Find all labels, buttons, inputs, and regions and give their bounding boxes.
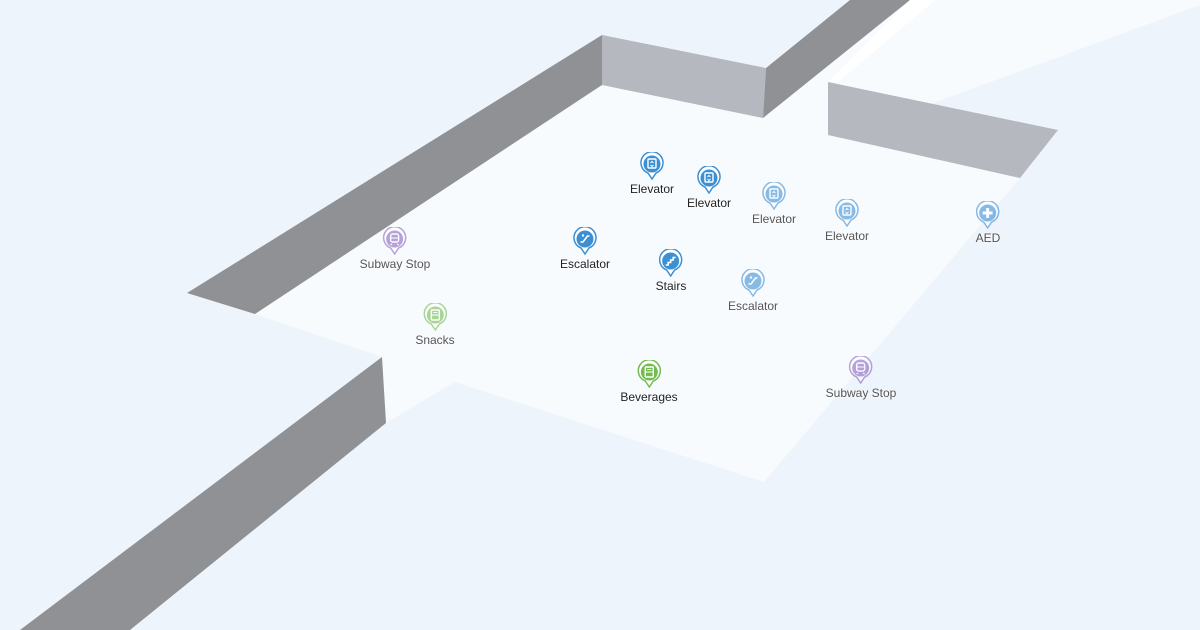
elevator-icon (835, 199, 859, 227)
stairs-icon (659, 249, 683, 277)
poi-label: AED (975, 231, 1001, 245)
wall (602, 35, 766, 118)
poi-label: Elevator (629, 182, 675, 196)
elevator-icon (697, 166, 721, 194)
poi-stairs[interactable]: Stairs (655, 249, 687, 293)
poi-label: Escalator (727, 299, 779, 313)
vending-machine-icon (423, 303, 447, 331)
corridor-edge (828, 0, 935, 82)
poi-beverages[interactable]: Beverages (620, 360, 678, 404)
elevator-icon (762, 182, 786, 210)
poi-subway-stop-1[interactable]: Subway Stop (359, 227, 431, 271)
poi-label: Subway Stop (825, 386, 897, 400)
poi-label: Snacks (415, 333, 455, 347)
poi-label: Elevator (824, 229, 870, 243)
poi-escalator-1[interactable]: Escalator (560, 227, 610, 271)
wall (20, 357, 386, 630)
poi-label: Elevator (751, 212, 797, 226)
elevator-icon (640, 152, 664, 180)
poi-label: Elevator (686, 196, 732, 210)
poi-label: Subway Stop (359, 257, 431, 271)
poi-elevator-2[interactable]: Elevator (687, 166, 731, 210)
poi-elevator-4[interactable]: Elevator (825, 199, 869, 243)
wall (187, 35, 602, 314)
train-icon (849, 356, 873, 384)
poi-label: Beverages (620, 390, 678, 404)
poi-elevator-1[interactable]: Elevator (630, 152, 674, 196)
poi-escalator-2[interactable]: Escalator (728, 269, 778, 313)
escalator-icon (741, 269, 765, 297)
poi-snacks[interactable]: Snacks (415, 303, 455, 347)
poi-aed[interactable]: AED (975, 201, 1001, 245)
poi-label: Escalator (559, 257, 611, 271)
vending-machine-icon (637, 360, 661, 388)
escalator-icon (573, 227, 597, 255)
wall (763, 0, 910, 118)
medical-cross-icon (976, 201, 1000, 229)
wall (828, 82, 1058, 178)
poi-elevator-3[interactable]: Elevator (752, 182, 796, 226)
train-icon (383, 227, 407, 255)
poi-label: Stairs (655, 279, 687, 293)
poi-subway-stop-2[interactable]: Subway Stop (825, 356, 897, 400)
